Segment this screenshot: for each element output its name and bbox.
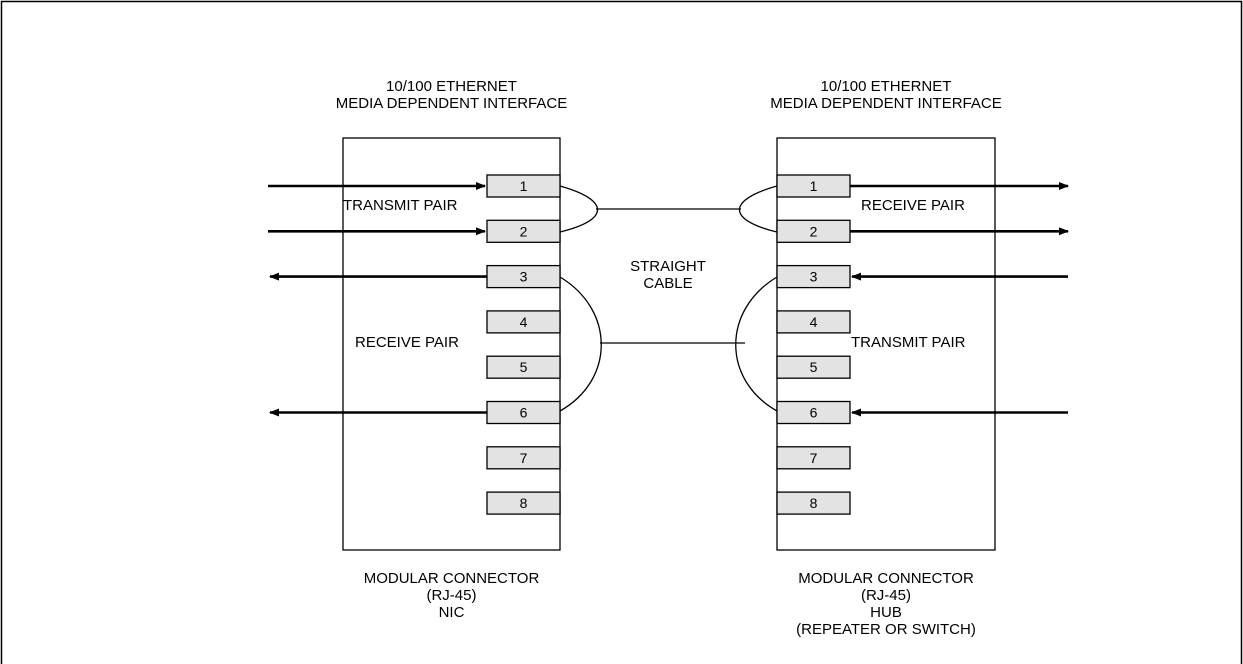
nic-title-line2: MEDIA DEPENDENT INTERFACE	[335, 95, 568, 112]
hub-caption-line1: MODULAR CONNECTOR	[798, 570, 974, 587]
nic-pin-2-label: 2	[520, 223, 528, 239]
hub-caption-line2: (RJ-45)	[860, 587, 911, 604]
cable-label-line2: CABLE	[643, 275, 693, 292]
hub-pin-2-label: 2	[810, 223, 818, 239]
nic-pin-8-label: 8	[520, 495, 528, 511]
hub-caption-line4: (REPEATER OR SWITCH)	[796, 621, 976, 638]
nic-pin-5-label: 5	[520, 359, 528, 375]
nic-pin-4-label: 4	[520, 314, 528, 330]
nic-transmit-pair-label: TRANSMIT PAIR	[343, 197, 458, 214]
nic-pin-2-box	[486, 219, 561, 243]
hub-title-line2: MEDIA DEPENDENT INTERFACE	[770, 95, 1002, 112]
hub-pin-6-box	[776, 400, 851, 425]
hub-pin-4-label: 4	[810, 314, 818, 330]
hub-pin-4-box	[776, 310, 851, 334]
nic-pin-7-box	[486, 446, 561, 470]
hub-connector-box	[776, 137, 996, 551]
nic-pin-7-label: 7	[520, 450, 528, 466]
nic-connector-box	[342, 137, 561, 551]
nic-pin-3-label: 3	[520, 269, 528, 285]
hub-transmit-pair-loop	[735, 276, 778, 412]
hub-pin-8-label: 8	[810, 495, 818, 511]
nic-pin-5-box	[486, 355, 561, 379]
hub-pin-3-box	[776, 264, 851, 289]
nic-caption-line2: (RJ-45)	[426, 587, 477, 604]
hub-pin-5-box	[776, 355, 851, 379]
signal-arrows	[268, 182, 1069, 417]
nic-pin-4-box	[486, 310, 561, 334]
hub-pin-5-label: 5	[810, 359, 818, 375]
nic-receive-pair-loop	[559, 276, 602, 412]
nic-pin-1-label: 1	[520, 178, 528, 194]
hub-pin-7-label: 7	[810, 450, 818, 466]
nic-pin-8-box	[486, 491, 561, 515]
hub-pin-7-box	[776, 446, 851, 470]
nic-title-line1: 10/100 ETHERNET	[386, 78, 517, 95]
hub-pin-6-label: 6	[810, 405, 818, 421]
nic-caption-line3: NIC	[438, 604, 465, 621]
hub-transmit-pair-label: TRANSMIT PAIR	[851, 334, 966, 351]
hub-pin-1-label: 1	[810, 178, 818, 194]
nic-pin-6-label: 6	[520, 405, 528, 421]
hub-caption-line3: HUB	[870, 604, 902, 621]
hub-pin-3-label: 3	[810, 269, 818, 285]
hub-receive-pair-loop	[738, 185, 778, 233]
cable-label-line1: STRAIGHT	[630, 258, 706, 275]
nic-receive-pair-label: RECEIVE PAIR	[355, 334, 459, 351]
nic-pins: 1 2 3 4 5 6 7 8	[486, 174, 561, 515]
hub-receive-pair-label: RECEIVE PAIR	[861, 197, 965, 214]
hub-pin-8-box	[776, 491, 851, 515]
nic-caption-line1: MODULAR CONNECTOR	[363, 570, 540, 587]
nic-transmit-pair-loop	[559, 185, 599, 233]
hub-title-line1: 10/100 ETHERNET	[820, 78, 952, 95]
hub-pins: 1 2 3 4 5 6 7 8	[776, 174, 851, 515]
